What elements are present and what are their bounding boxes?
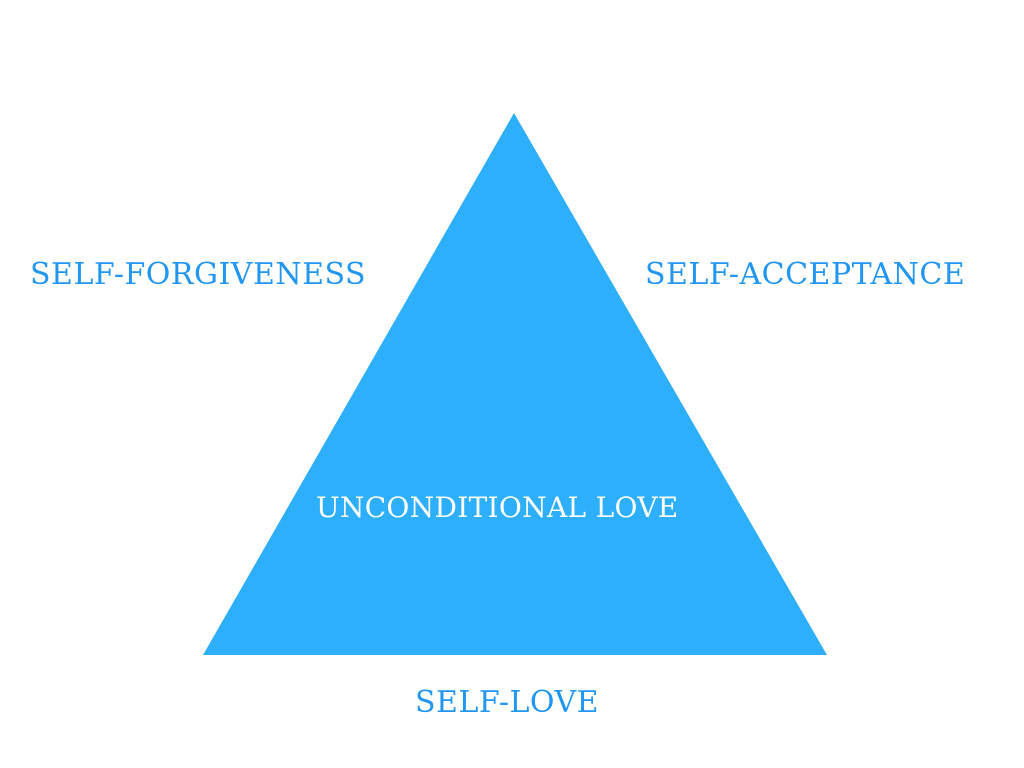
bottom-side-label: SELF-LOVE (415, 685, 600, 720)
left-side-label: SELF-FORGIVENESS (30, 257, 367, 292)
right-side-label: SELF-ACCEPTANCE (645, 257, 966, 292)
center-label: UNCONDITIONAL LOVE (316, 491, 679, 524)
triangle-shape (203, 113, 827, 655)
